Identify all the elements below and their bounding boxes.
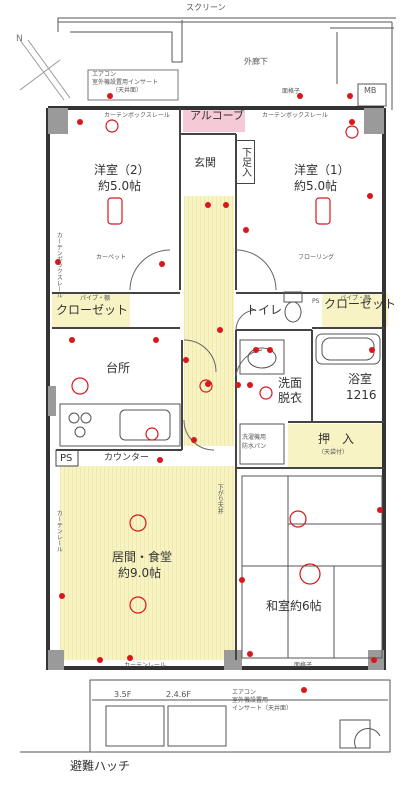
washroom-line1: 洗面: [278, 376, 303, 390]
washer-line2: 防水パン: [242, 443, 267, 450]
ps-left-label: PS: [60, 453, 73, 464]
hatch-circle: [354, 728, 381, 749]
ac-top-box: [87, 69, 179, 101]
tatami-grid: [241, 475, 383, 659]
kitchen-label: 台所: [106, 361, 131, 375]
kitchen-counter: [59, 403, 181, 447]
ps-top-label: PS: [312, 298, 320, 305]
toilet-bowl: [283, 291, 303, 323]
lattice-bottom-label: 面格子: [294, 662, 313, 669]
balcony-dim2: 2.4.6F: [166, 690, 191, 699]
ac-top-line3: （天井面）: [112, 87, 143, 94]
ac-bottom-line2: 室外機設置用: [232, 697, 269, 704]
western1-size: 約5.0帖: [294, 179, 338, 193]
lattice-top-label: 面格子: [282, 88, 301, 95]
western2-name: 洋室（2）: [94, 163, 150, 177]
carpet-label: カーペット: [96, 254, 127, 261]
washer-pan: [239, 423, 285, 465]
alcove-label: アルコーブ: [190, 109, 245, 122]
screen-lines: [57, 17, 396, 110]
washbasin: [239, 339, 285, 375]
curtain-rail-living: カーテンレール: [55, 510, 63, 552]
oshiire-fill: [288, 424, 382, 468]
screen-label: スクリーン: [186, 3, 226, 12]
light-fixtures: [71, 119, 359, 614]
hatch-mark: [339, 719, 371, 749]
mb-label: MB: [364, 86, 377, 95]
balcony-dim1: 3.5F: [114, 690, 132, 699]
lowered-ceiling-label: 下がり天井: [216, 484, 224, 514]
ps-left-box: [55, 449, 79, 467]
outlet-markers: [55, 93, 383, 693]
closet-l-fill: [52, 293, 130, 327]
oshiire-name: 押 入: [318, 432, 355, 446]
wall-blocks: [48, 108, 384, 670]
western1-name: 洋室（1）: [294, 163, 350, 177]
hatch-label: 避難ハッチ: [70, 759, 131, 773]
living-hatch: [60, 466, 236, 660]
flooring-label: フローリング: [298, 254, 335, 261]
curtain-rail-side: カーテンボックスレール: [55, 232, 63, 298]
closet-r-fill: [322, 293, 388, 327]
alcove-fill: [183, 106, 245, 132]
curtain-rail-bottom: カーテンレール: [124, 662, 167, 669]
closet-r-label: クローゼット: [324, 297, 397, 311]
toilet-label: トイレ: [246, 303, 283, 317]
japanese-label: 和室約6帖: [266, 599, 322, 613]
western2-size: 約5.0帖: [98, 179, 142, 193]
curtain-rail-top-r: カーテンボックスレール: [262, 112, 328, 119]
washer-line1: 洗濯機用: [242, 434, 267, 441]
closet-l-label: クローゼット: [56, 303, 129, 317]
washroom-line2: 脱衣: [278, 391, 303, 405]
bathroom-name: 浴室: [348, 372, 373, 386]
bathroom-size: 1216: [346, 388, 377, 402]
pipe-r-label: パイプ・棚: [340, 295, 371, 302]
north-label: N: [16, 34, 23, 44]
hall-hatch: [184, 196, 234, 446]
pipe-l-label: パイプ・棚: [80, 295, 111, 302]
ac-bottom-line3: インサート（天井面）: [232, 705, 293, 712]
shoe-rack: 下足入: [235, 140, 255, 184]
curtain-rail-top-l: カーテンボックスレール: [104, 112, 170, 119]
north-arrow: [19, 39, 71, 101]
balcony: [20, 679, 391, 753]
entrance-label: 玄関: [194, 156, 216, 169]
ac-bottom-line1: エアコン: [232, 689, 257, 696]
corridor-label: 外廊下: [244, 57, 268, 66]
living-name: 居間・食堂: [112, 550, 173, 564]
living-size: 約9.0帖: [118, 566, 162, 580]
ac-top-line2: 室外機設置用インサート: [92, 79, 159, 86]
counter-label: カウンター: [104, 453, 150, 463]
oshiire-sub: （天袋付）: [318, 449, 349, 456]
shoe-rack-label: 下足入: [239, 147, 251, 177]
ac-top-line1: エアコン: [92, 71, 117, 78]
